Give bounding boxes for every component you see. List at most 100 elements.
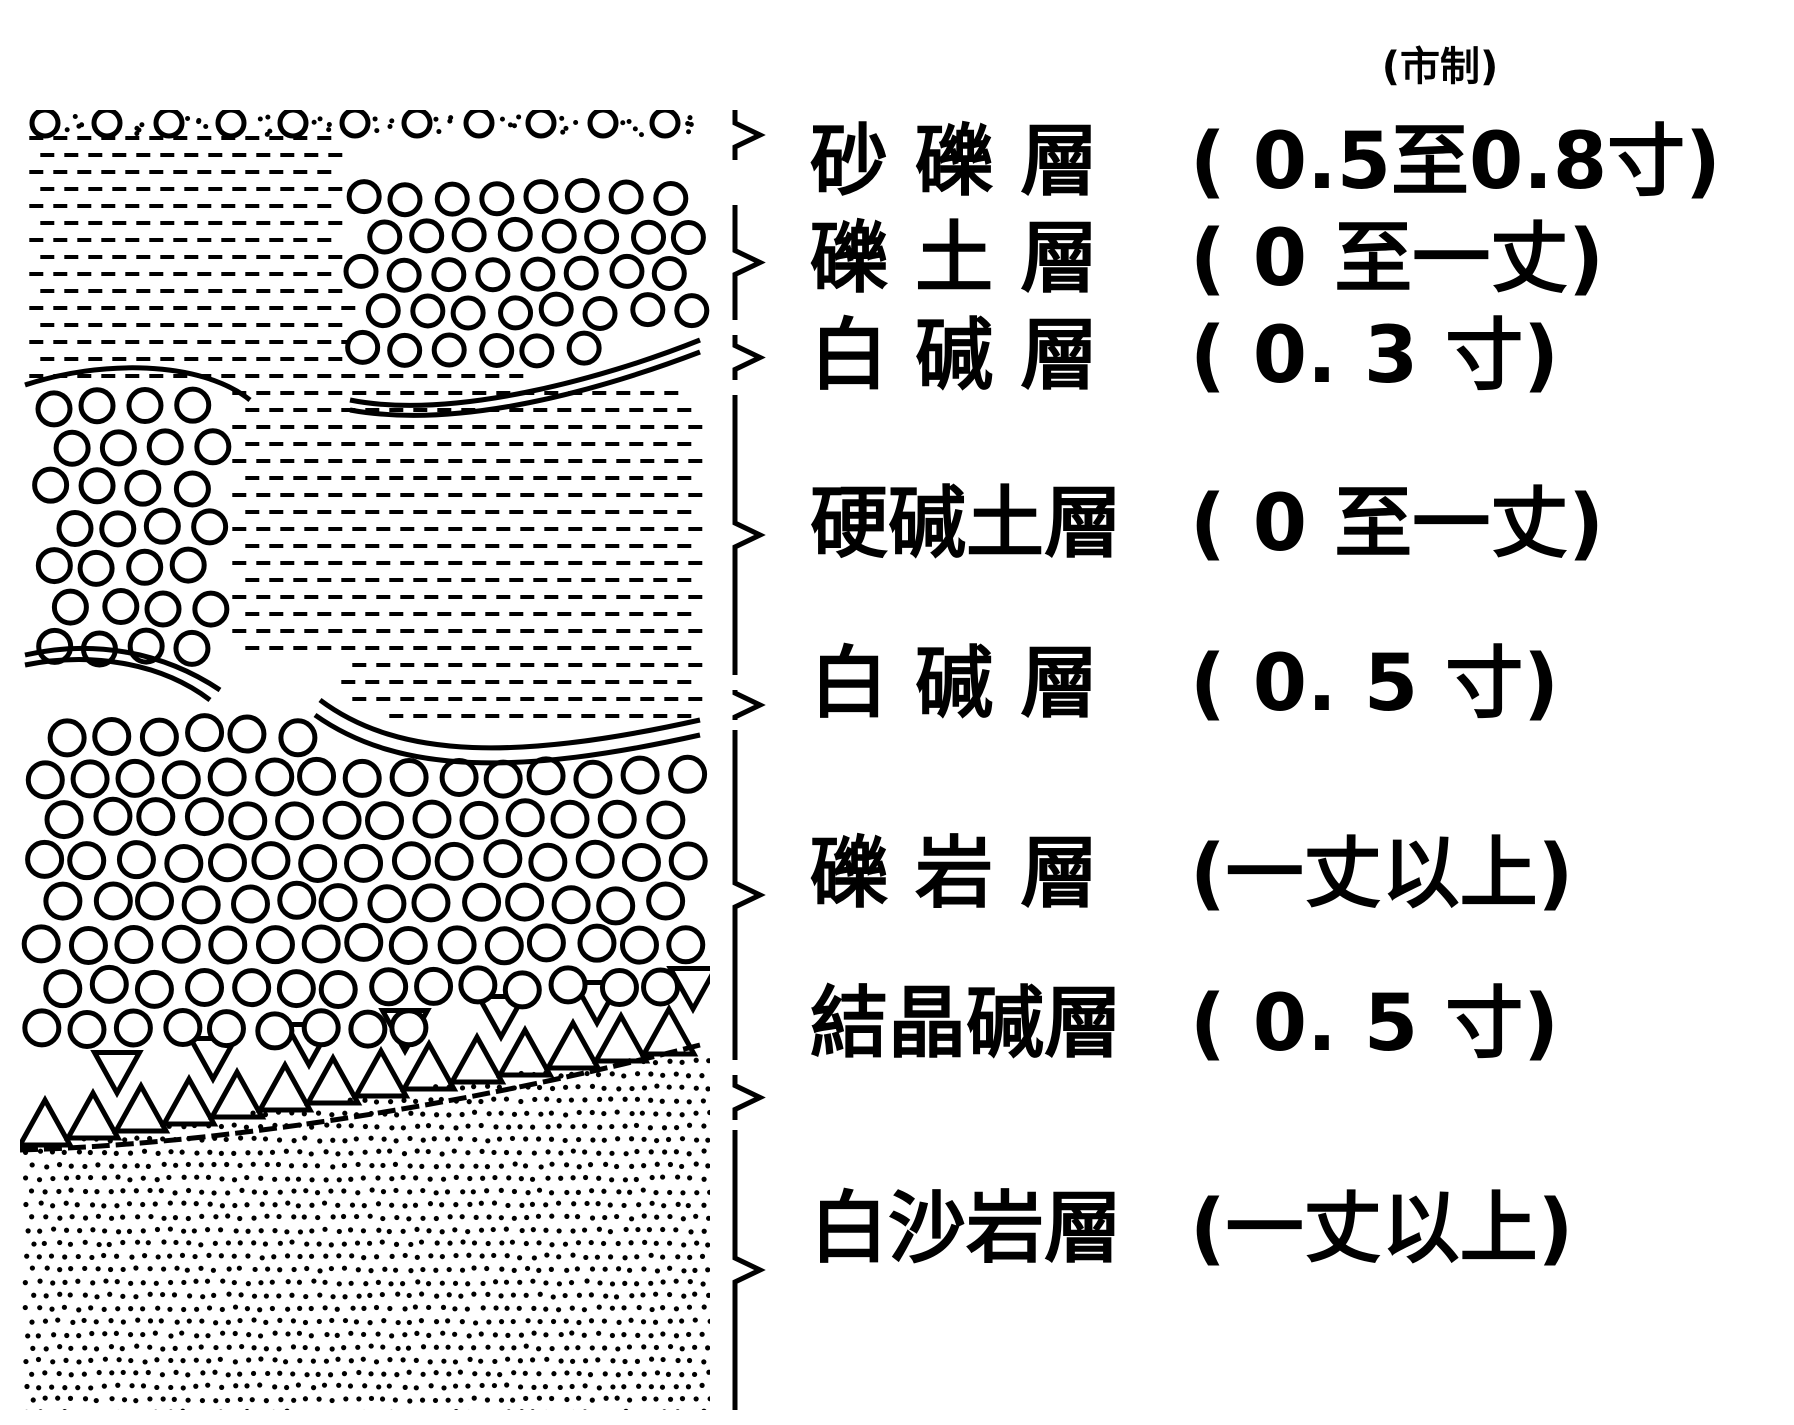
sand-dot [665,1136,672,1143]
sand-dot [302,1319,309,1326]
sand-dot [610,1384,616,1390]
sand-dot [471,1109,478,1115]
sand-dot [436,129,442,135]
sand-dot [584,1200,590,1207]
sand-dot [471,1265,477,1271]
sand-dot [310,1358,316,1364]
sand-dot [478,1358,484,1364]
sand-dot [375,1201,382,1207]
sand-dot [622,1096,628,1102]
sand-dot [25,1333,31,1339]
gravel-circle [126,548,164,586]
gravel-circle [29,110,61,139]
sand-dot [522,1370,528,1376]
sand-dot [310,1385,317,1391]
sand-dot [602,1371,608,1377]
layer-brace [732,1130,766,1410]
sand-dot [179,1330,185,1336]
sand-dot [420,1344,427,1350]
sand-dot [574,1214,581,1220]
sand-dot [368,1135,374,1141]
sand-dot [433,1164,439,1170]
sand-dot [212,1369,218,1375]
sand-dot [310,1410,315,1415]
sand-dot [356,1293,362,1299]
sand-dot [184,1267,190,1273]
conglomerate-circle [462,882,502,922]
sand-dot [667,1213,673,1220]
sand-dot [707,1109,710,1116]
sand-dot [203,123,209,129]
sand-dot [654,1161,660,1167]
sand-dot [198,1265,204,1271]
sand-dot [556,1228,562,1234]
sand-dot [653,1344,660,1351]
conglomerate-circle [459,800,499,840]
sand-dot [510,1292,517,1298]
sand-dot [316,1396,322,1402]
conglomerate-circle [135,881,175,921]
sand-dot [82,1345,88,1351]
sand-dot [147,1318,154,1324]
sand-dot [336,1177,342,1183]
sand-dot [509,1239,516,1245]
sand-dot [147,1344,153,1350]
sand-dot [296,1279,303,1285]
sand-dot [213,1214,219,1220]
sand-dot [263,1398,269,1404]
sand-dot [452,1383,459,1389]
conglomerate-circle [301,924,341,964]
sand-dot [24,1253,30,1259]
conglomerate-circle [297,756,337,796]
sand-dot [51,1332,57,1338]
sand-dot [667,1161,674,1168]
conglomerate-circle [47,718,87,758]
sand-dot [402,1384,408,1390]
conglomerate-circle [301,1008,341,1048]
sand-dot [245,1228,251,1234]
sand-dot [621,1202,627,1209]
sand-dot [628,1317,634,1323]
sand-dot [524,1214,530,1221]
sand-dot [408,1241,414,1248]
sand-dot [570,1175,576,1181]
sand-dot [194,1333,200,1339]
sand-dot [181,1279,187,1286]
sand-dot [600,1240,607,1247]
conglomerate-circle [439,757,479,797]
sand-dot [564,1213,570,1219]
sand-dot [569,1305,575,1311]
boundary-alkali-upper-right [349,337,701,408]
sand-dot [376,1227,382,1233]
sand-dot [595,1357,601,1363]
conglomerate-circle [365,801,405,841]
sand-dot [220,1278,226,1284]
sand-dot [244,1174,250,1181]
sand-dot [471,1345,477,1351]
sand-dot [55,1317,61,1323]
sand-dot [427,1359,433,1365]
conglomerate-circle [161,760,201,800]
sand-dot [57,1239,63,1246]
sand-dot [636,1304,642,1311]
sand-dot [389,1125,395,1131]
gravel-circle [99,429,137,467]
sand-dot [498,1110,504,1116]
sand-dot [576,1136,582,1143]
sand-dot [304,1241,310,1247]
sand-dot [57,1215,63,1221]
sand-dot [113,1330,119,1337]
sand-dot [336,1123,342,1129]
sand-dot [641,1371,647,1377]
gravel-circle [35,390,73,428]
gravel-circle [609,253,645,289]
sand-dot [687,115,693,121]
sand-dot [82,1239,88,1245]
gravel-circle [343,253,379,289]
sand-dot [126,1201,133,1207]
conglomerate-circle [573,759,613,799]
sand-dot [328,1265,335,1272]
sand-dot [549,1242,555,1248]
sand-dot [127,1177,133,1183]
sand-dot [245,1253,251,1259]
